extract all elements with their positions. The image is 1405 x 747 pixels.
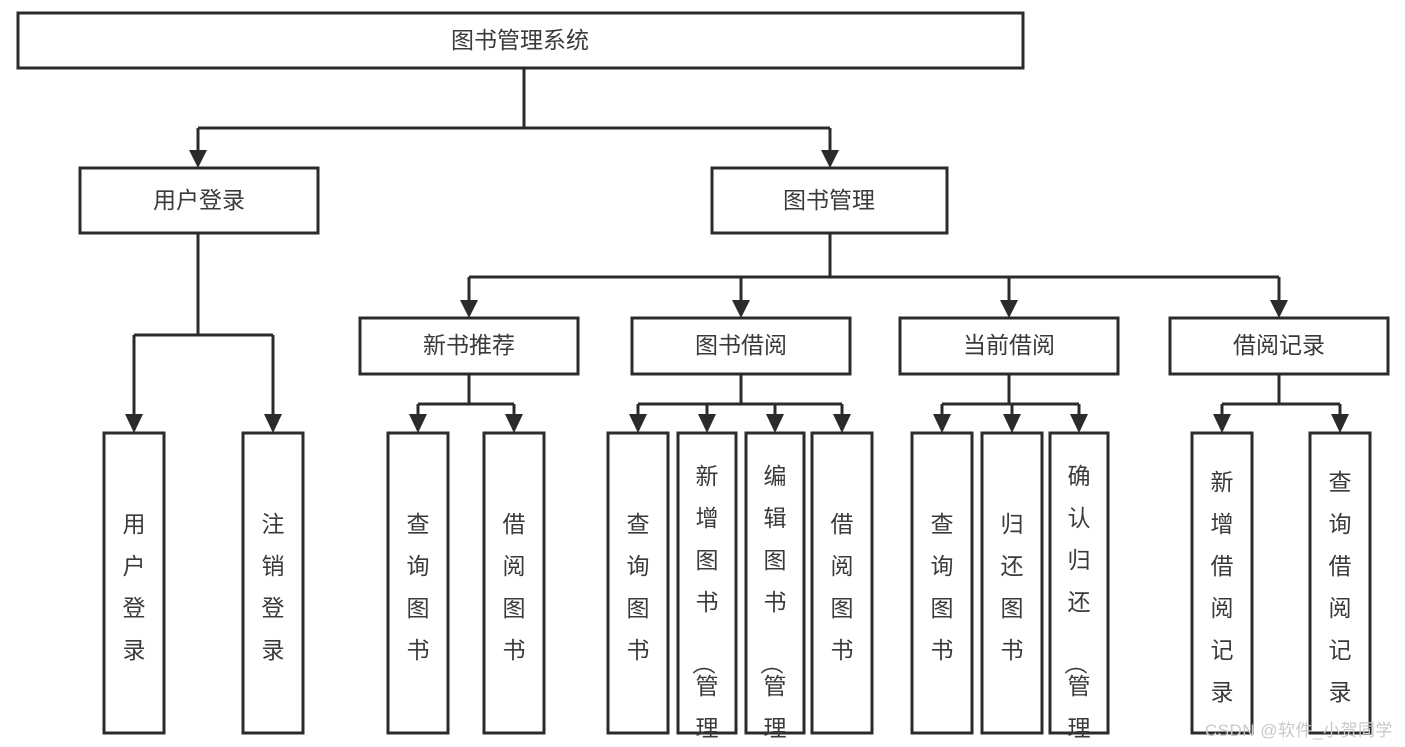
node-book-borrow-label: 图书借阅 (695, 332, 787, 358)
node-leaf-borrow-book-rec[interactable]: 借阅图书 (482, 431, 546, 735)
node-user-login-box[interactable] (78, 166, 320, 235)
connector-layer (125, 68, 1349, 433)
node-leaf-query-book-rec-box[interactable] (386, 431, 450, 735)
node-leaf-return-book-label: 归还图书 (1001, 511, 1024, 663)
node-leaf-add-borrow-record[interactable]: 新增借阅记录 (1190, 431, 1254, 735)
node-leaf-add-borrow-record-box[interactable] (1190, 431, 1254, 735)
node-leaf-query-book-cur-box[interactable] (910, 431, 974, 735)
node-borrow-record-label: 借阅记录 (1233, 332, 1325, 358)
node-leaf-query-book-rec-label: 查询图书 (407, 511, 430, 663)
node-leaf-confirm-return[interactable]: 确认归还（管理员） (1048, 431, 1110, 747)
node-new-book-recommend-box[interactable] (358, 316, 580, 376)
arrow-head-borrow-record (1270, 300, 1288, 318)
node-leaf-borrow-book-bor-box[interactable] (810, 431, 874, 735)
leaf-node-layer: 用户登录 注销登录 查询图书 借阅图书 查询图书 新增图书（管理员） 编辑图书（管理员） 借阅… (102, 431, 1372, 747)
arrow-head-leaf-borrow-book-bor (833, 414, 851, 433)
node-root[interactable]: 图书管理系统 (16, 11, 1025, 70)
arrow-head-leaf-query-book-cur (933, 414, 951, 433)
arrow-head-book-borrow (732, 300, 750, 318)
node-leaf-add-book-admin-box[interactable] (676, 431, 738, 735)
arrow-head-user-login (189, 150, 207, 168)
arrow-head-leaf-query-borrow-record (1331, 414, 1349, 433)
csdn-watermark: CSDN @软件_小贺同学 (1204, 721, 1393, 740)
node-user-login-label: 用户登录 (153, 187, 245, 213)
node-borrow-record-box[interactable] (1168, 316, 1390, 376)
node-leaf-user-login-label: 用户登录 (123, 511, 146, 663)
node-book-management-box[interactable] (710, 166, 949, 235)
node-leaf-add-borrow-record-label: 新增借阅记录 (1211, 469, 1234, 705)
node-user-login[interactable]: 用户登录 (78, 166, 320, 235)
arrow-head-leaf-edit-book-admin (766, 414, 784, 433)
node-leaf-query-book-bor[interactable]: 查询图书 (606, 431, 670, 735)
arrow-head-leaf-borrow-book-rec (505, 414, 523, 433)
node-current-borrow-box[interactable] (898, 316, 1120, 376)
arrow-head-leaf-user-login (125, 414, 143, 433)
node-leaf-query-borrow-record-box[interactable] (1308, 431, 1372, 735)
node-leaf-query-book-cur[interactable]: 查询图书 (910, 431, 974, 735)
node-leaf-add-book-admin-label: 新增图书（管理员） (691, 463, 719, 747)
arrow-head-leaf-add-book-admin (698, 414, 716, 433)
arrow-head-current-borrow (1000, 300, 1018, 318)
arrow-head-leaf-query-book-rec (409, 414, 427, 433)
node-leaf-query-borrow-record[interactable]: 查询借阅记录 (1308, 431, 1372, 735)
node-book-management[interactable]: 图书管理 (710, 166, 949, 235)
node-book-borrow[interactable]: 图书借阅 (630, 316, 852, 376)
node-root-box[interactable] (16, 11, 1025, 70)
arrow-head-book-mgmt (821, 150, 839, 168)
arrow-head-leaf-logout (264, 414, 282, 433)
node-leaf-logout-label: 注销登录 (262, 511, 285, 663)
node-leaf-edit-book-admin-box[interactable] (744, 431, 806, 735)
arrow-head-leaf-add-borrow-record (1213, 414, 1231, 433)
node-new-book-recommend-label: 新书推荐 (423, 332, 515, 358)
node-leaf-logout-box[interactable] (241, 431, 305, 735)
node-borrow-record[interactable]: 借阅记录 (1168, 316, 1390, 376)
node-leaf-logout[interactable]: 注销登录 (241, 431, 305, 735)
node-book-borrow-box[interactable] (630, 316, 852, 376)
node-leaf-user-login-box[interactable] (102, 431, 166, 735)
node-leaf-user-login[interactable]: 用户登录 (102, 431, 166, 735)
node-leaf-query-borrow-record-label: 查询借阅记录 (1329, 469, 1352, 705)
node-current-borrow[interactable]: 当前借阅 (898, 316, 1120, 376)
node-book-management-label: 图书管理 (783, 187, 875, 213)
node-leaf-query-book-bor-box[interactable] (606, 431, 670, 735)
node-leaf-borrow-book-bor[interactable]: 借阅图书 (810, 431, 874, 735)
node-leaf-query-book-cur-label: 查询图书 (931, 511, 954, 663)
node-leaf-add-book-admin[interactable]: 新增图书（管理员） (676, 431, 738, 747)
arrow-head-leaf-confirm-return (1070, 414, 1088, 433)
node-leaf-confirm-return-label: 确认归还（管理员） (1063, 463, 1091, 747)
node-leaf-edit-book-admin-label: 编辑图书（管理员） (759, 463, 787, 747)
node-current-borrow-label: 当前借阅 (963, 332, 1055, 358)
node-leaf-confirm-return-box[interactable] (1048, 431, 1110, 735)
arrow-head-leaf-return-book (1003, 414, 1021, 433)
arrow-head-new-book-recommend (460, 300, 478, 318)
node-leaf-query-book-bor-label: 查询图书 (627, 511, 650, 663)
node-leaf-query-book-rec[interactable]: 查询图书 (386, 431, 450, 735)
node-leaf-borrow-book-rec-label: 借阅图书 (503, 511, 526, 663)
node-leaf-borrow-book-bor-label: 借阅图书 (831, 511, 854, 663)
node-leaf-edit-book-admin[interactable]: 编辑图书（管理员） (744, 431, 806, 747)
node-root-label: 图书管理系统 (451, 27, 589, 53)
node-new-book-recommend[interactable]: 新书推荐 (358, 316, 580, 376)
arrow-head-leaf-query-book-bor (629, 414, 647, 433)
node-leaf-return-book[interactable]: 归还图书 (980, 431, 1044, 735)
node-leaf-borrow-book-rec-box[interactable] (482, 431, 546, 735)
node-leaf-return-book-box[interactable] (980, 431, 1044, 735)
